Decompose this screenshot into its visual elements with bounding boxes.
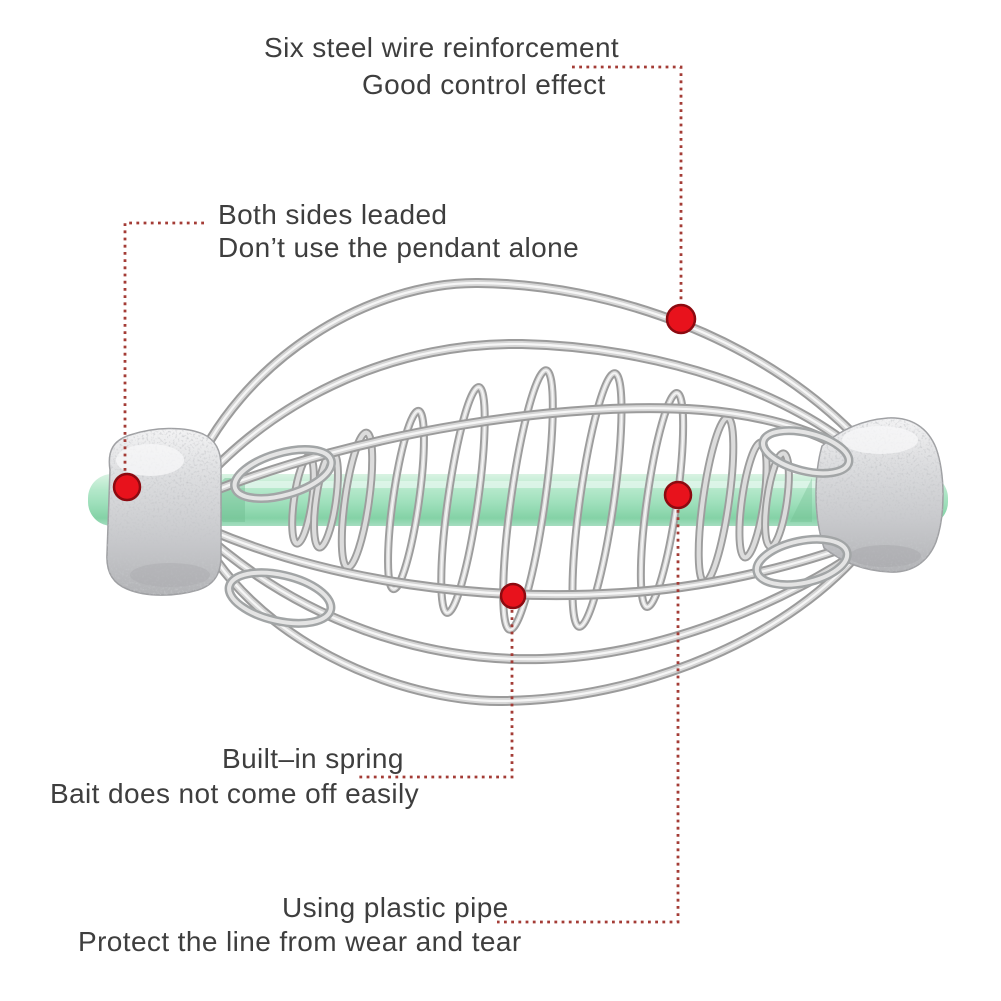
- leader-pipe: [497, 510, 680, 924]
- wire-hub-loops: [224, 426, 854, 628]
- callout-pipe-line-2: Protect the line from wear and tear: [78, 926, 522, 957]
- callout-spring-line-1: Built–in spring: [222, 743, 404, 774]
- callout-lead-line-2: Don’t use the pendant alone: [218, 232, 580, 263]
- leader-lead: [123, 221, 204, 472]
- marker-dot-lead: [112, 472, 142, 502]
- marker-dot-pipe: [663, 480, 693, 510]
- callout-wire-line-1: Six steel wire reinforcement: [264, 32, 620, 63]
- callout-spring-line-2: Bait does not come off easily: [50, 778, 420, 809]
- callout-marker-dots: [112, 303, 697, 610]
- marker-dot-wire: [665, 303, 697, 335]
- marker-dot-spring: [499, 582, 527, 610]
- callout-wire-line-2: Good control effect: [362, 69, 606, 100]
- callout-pipe-line-1: Using plastic pipe: [282, 892, 509, 923]
- callout-lead-line-1: Both sides leaded: [218, 199, 448, 230]
- leader-spring: [357, 610, 514, 779]
- lead-weight-left: [106, 427, 222, 596]
- leader-wire: [572, 65, 683, 303]
- callout-leader-lines: [123, 65, 683, 924]
